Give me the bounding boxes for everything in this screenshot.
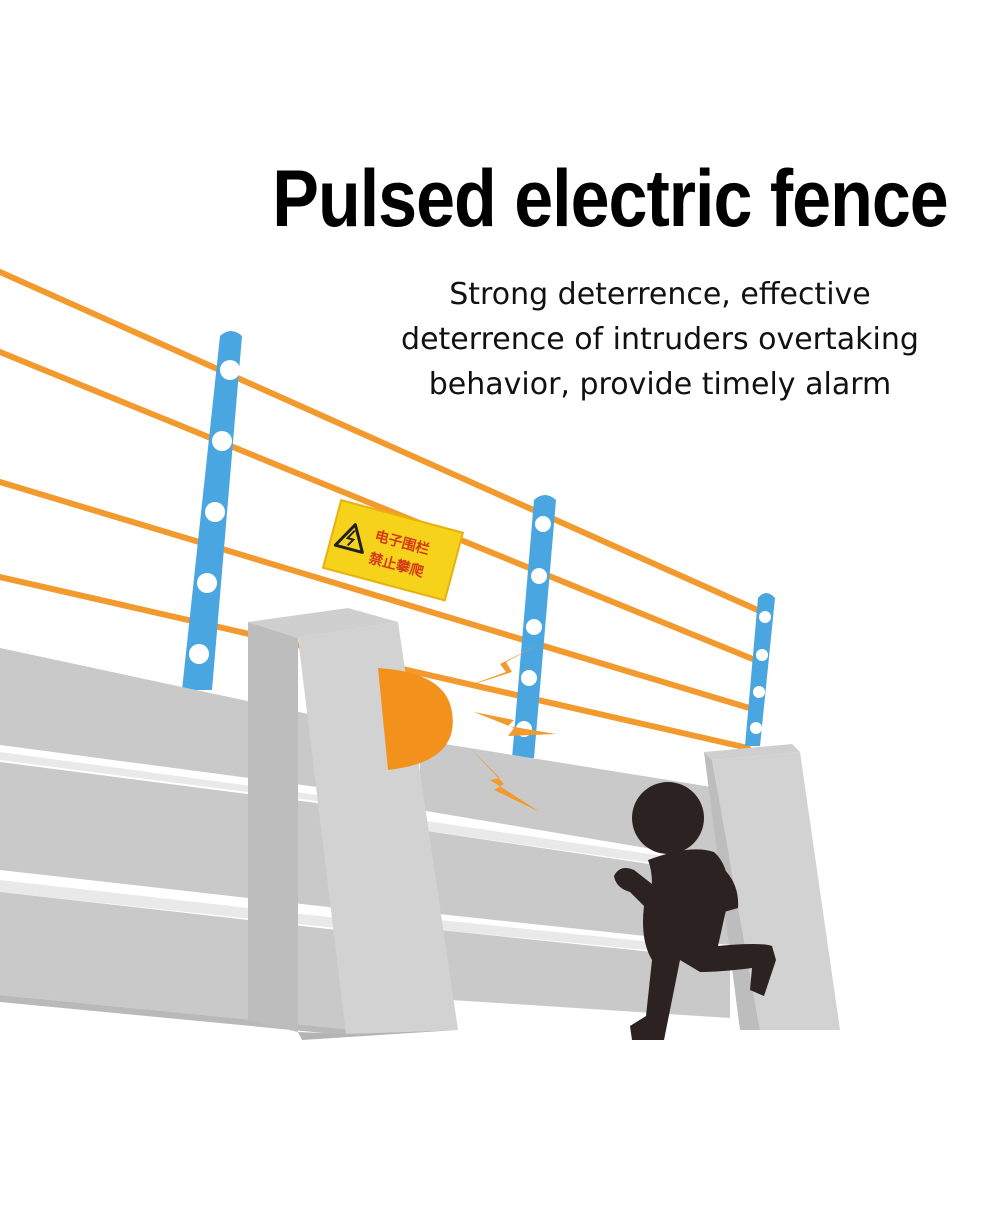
wall-pillar-left bbox=[248, 608, 398, 638]
wall-pillar-right bbox=[704, 744, 800, 760]
subtitle-line-3: behavior, provide timely alarm bbox=[428, 367, 892, 402]
concrete-wall bbox=[0, 608, 840, 1040]
running-person-icon bbox=[614, 782, 776, 1040]
warning-triangle-icon bbox=[333, 523, 364, 554]
lightning-bolt-icon bbox=[474, 712, 556, 736]
alarm-dome-icon bbox=[378, 668, 453, 770]
fence-wire-2 bbox=[0, 349, 763, 665]
page-title: Pulsed electric fence bbox=[272, 153, 948, 244]
subtitle-line-2: deterrence of intruders overtaking bbox=[401, 322, 919, 357]
fence-wire-1 bbox=[0, 269, 765, 615]
fence-wire-3 bbox=[0, 479, 759, 713]
pulse-signals bbox=[462, 644, 556, 812]
page-subtitle: Strong deterrence, effective deterrence … bbox=[380, 272, 940, 407]
fence-wires bbox=[0, 269, 765, 751]
fence-post-middle bbox=[512, 495, 556, 758]
fence-post-right bbox=[745, 593, 775, 746]
subtitle-line-1: Strong deterrence, effective bbox=[449, 277, 871, 312]
fence-posts bbox=[182, 331, 775, 758]
warning-sign: 电子围栏 禁止攀爬 bbox=[321, 498, 465, 602]
fence-post-left bbox=[182, 331, 242, 690]
